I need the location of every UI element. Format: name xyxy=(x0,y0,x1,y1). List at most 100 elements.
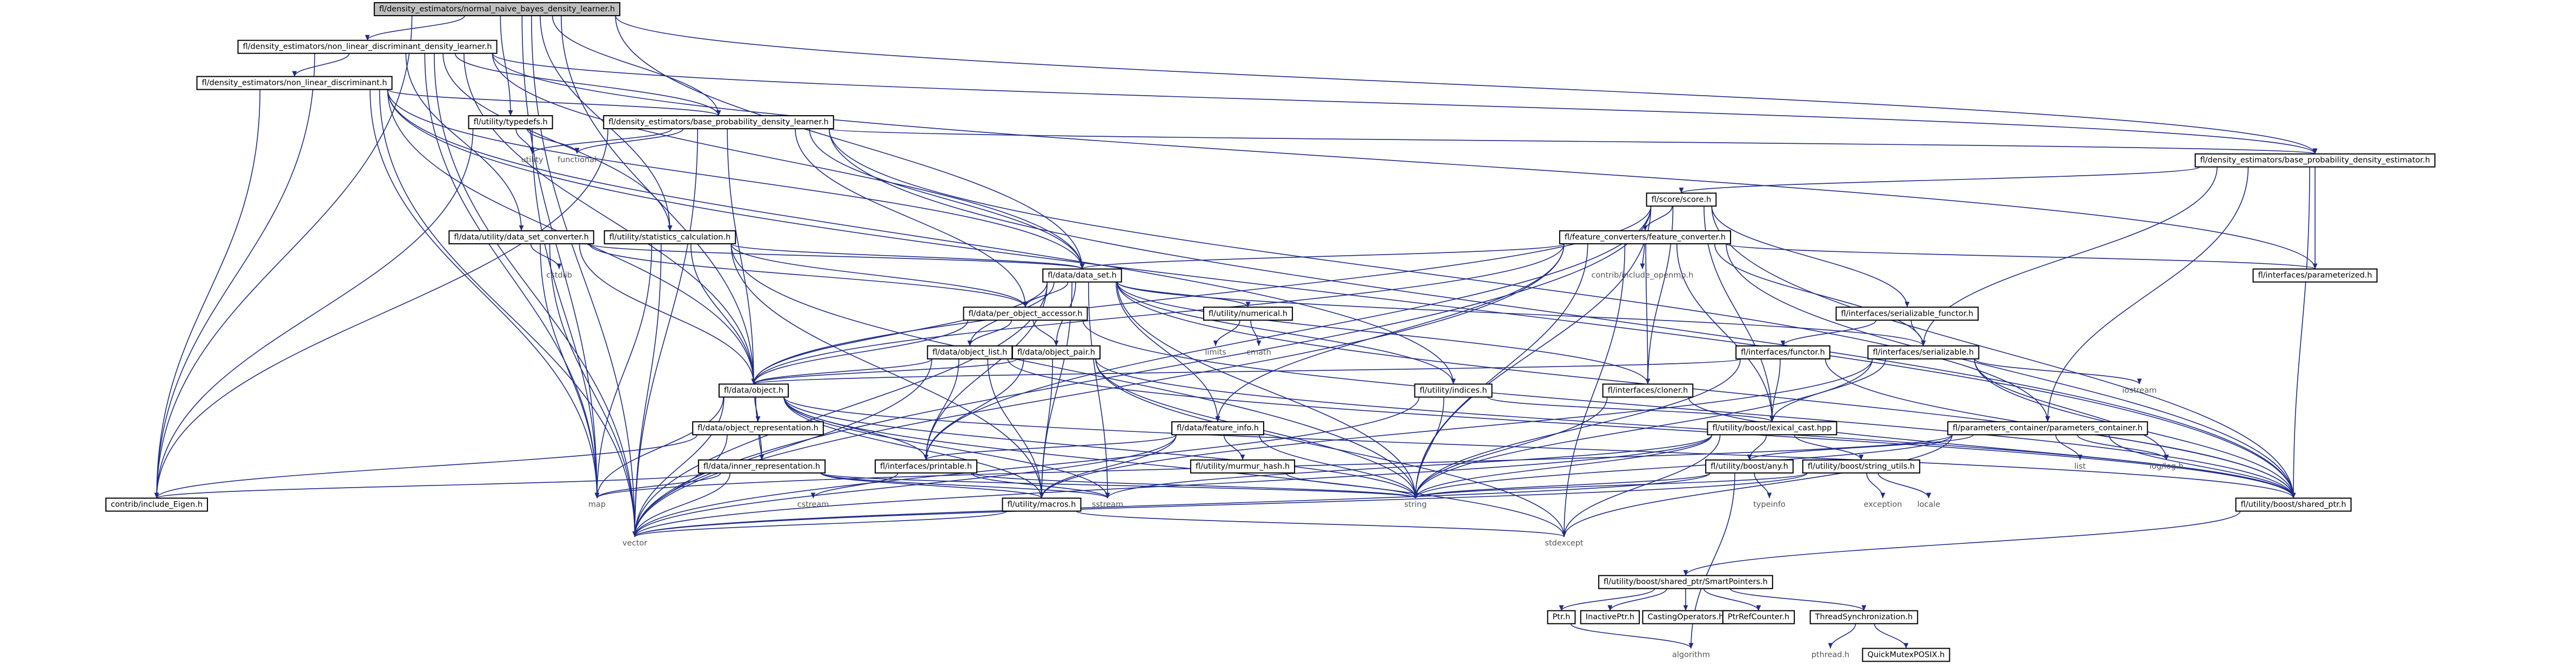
edge-sharedptr-to-smart xyxy=(1683,511,2241,576)
node-label: fl/interfaces/functor.h xyxy=(1741,348,1825,357)
edge-stats-to-string xyxy=(730,243,1418,498)
node-score[interactable]: fl/score/score.h xyxy=(1646,192,1717,207)
edge-lexcast-to-strutils xyxy=(1794,434,1864,461)
edge-nldl-to-eigen xyxy=(154,53,316,498)
edge-indices-to-string xyxy=(1413,397,1445,498)
node-bpde[interactable]: fl/density_estimators/base_probability_d… xyxy=(2195,153,2436,168)
node-label: fl/interfaces/serializable_functor.h xyxy=(1841,309,1974,318)
edge-nldl-to-param xyxy=(492,53,2318,269)
node-inner[interactable]: fl/data/inner_representation.h xyxy=(697,459,826,474)
node-stats[interactable]: fl/utility/statistics_calculation.h xyxy=(603,230,736,244)
edge-smart-to-inactive xyxy=(1607,588,1667,611)
node-typedefs[interactable]: fl/utility/typedefs.h xyxy=(468,115,553,130)
node-dataset[interactable]: fl/data/data_set.h xyxy=(1042,268,1122,283)
node-refcounter[interactable]: PtrRefCounter.h xyxy=(1722,610,1795,624)
edge-inner-to-vector xyxy=(632,472,731,537)
node-label: locale xyxy=(1917,501,1941,509)
node-smart[interactable]: fl/utility/boost/shared_ptr/SmartPointer… xyxy=(1598,575,1773,589)
edge-dsconv-to-vector xyxy=(549,243,638,537)
dependency-edges xyxy=(154,15,2318,649)
node-box xyxy=(1862,648,1950,662)
edge-functor-to-string xyxy=(1413,358,1741,498)
node-functor[interactable]: fl/interfaces/functor.h xyxy=(1735,345,1830,359)
node-printable[interactable]: fl/interfaces/printable.h xyxy=(874,459,978,474)
node-algorithm: algorithm xyxy=(1672,650,1710,659)
node-box xyxy=(1002,497,1082,512)
edge-root-to-eigen xyxy=(154,15,413,498)
node-fconv[interactable]: fl/feature_converters/feature_converter.… xyxy=(1559,230,1732,244)
node-strutils[interactable]: fl/utility/boost/string_utils.h xyxy=(1802,459,1921,474)
node-pthread: pthread.h xyxy=(1812,650,1850,659)
node-ptr[interactable]: Ptr.h xyxy=(1547,610,1576,624)
node-root[interactable]: fl/density_estimators/normal_naive_bayes… xyxy=(373,2,621,16)
edge-nld-to-eigen xyxy=(154,89,261,498)
edge-fconv-to-string xyxy=(1413,243,1588,498)
edge-macros-to-stdexcept xyxy=(1076,510,1567,537)
edge-finfo-to-macros xyxy=(1039,435,1177,498)
node-objpair[interactable]: fl/data/object_pair.h xyxy=(1011,345,1101,359)
node-objlist[interactable]: fl/data/object_list.h xyxy=(927,345,1013,359)
node-cloner[interactable]: fl/interfaces/cloner.h xyxy=(1602,383,1694,398)
node-nldl[interactable]: fl/density_estimators/non_linear_discrim… xyxy=(237,39,498,54)
edge-nldl-to-map xyxy=(424,53,600,498)
edge-nldl-to-vector xyxy=(433,53,638,537)
node-label: sstream xyxy=(1092,501,1123,509)
edge-object-to-macros xyxy=(783,397,1044,498)
node-label: fl/density_estimators/base_probability_d… xyxy=(608,118,829,126)
edge-threadsync-to-pthread xyxy=(1828,623,1856,649)
node-nld[interactable]: fl/density_estimators/non_linear_discrim… xyxy=(196,76,393,90)
node-typeinfo: typeinfo xyxy=(1753,501,1786,509)
edge-strutils-to-locale xyxy=(1877,472,1931,498)
node-numerical[interactable]: fl/utility/numerical.h xyxy=(1203,307,1293,321)
edge-inner-to-macros xyxy=(820,472,1044,499)
edge-dataset-to-cloner xyxy=(1116,282,1651,384)
edge-objpair-to-object xyxy=(751,358,1017,385)
edge-root-to-bpde xyxy=(615,15,2318,154)
edge-object-to-string xyxy=(783,397,1418,498)
node-indices[interactable]: fl/utility/indices.h xyxy=(1414,383,1493,398)
node-mutex[interactable]: QuickMutexPOSIX.h xyxy=(1862,648,1950,662)
edge-score-to-sharedptr xyxy=(1711,206,2296,498)
edge-object-to-sstream xyxy=(783,397,1110,498)
edge-printable-to-string xyxy=(972,472,1418,499)
node-dsconv[interactable]: fl/data/utility/data_set_converter.h xyxy=(448,230,594,244)
edge-inner-to-map xyxy=(594,472,721,498)
node-label: contrib/include_Eigen.h xyxy=(111,501,203,509)
node-bpdl[interactable]: fl/density_estimators/base_probability_d… xyxy=(603,115,834,130)
node-pcont[interactable]: fl/parameters_container/parameters_conta… xyxy=(1947,421,2148,436)
node-sharedptr[interactable]: fl/utility/boost/shared_ptr.h xyxy=(2235,497,2352,512)
edge-nld-to-bpdl xyxy=(387,89,721,116)
node-box xyxy=(874,459,978,474)
node-param[interactable]: fl/interfaces/parameterized.h xyxy=(2252,268,2378,283)
node-inactive[interactable]: InactivePtr.h xyxy=(1580,610,1640,624)
node-sfunctor[interactable]: fl/interfaces/serializable_functor.h xyxy=(1835,307,1979,321)
node-box xyxy=(105,497,208,512)
node-object[interactable]: fl/data/object.h xyxy=(718,383,789,398)
node-finfo[interactable]: fl/data/feature_info.h xyxy=(1171,421,1264,436)
edge-strutils-to-string xyxy=(1413,472,1808,499)
edge-fconv-to-param xyxy=(1726,243,2317,270)
node-box xyxy=(1547,610,1576,624)
node-box xyxy=(603,230,736,244)
node-casting[interactable]: CastingOperators.h xyxy=(1642,610,1729,624)
edge-score-to-string xyxy=(1413,206,1652,498)
node-macros[interactable]: fl/utility/macros.h xyxy=(1002,497,1082,512)
node-poa[interactable]: fl/data/per_object_accessor.h xyxy=(963,307,1088,321)
edge-functor-to-object xyxy=(752,358,1741,385)
edge-bpde-to-sharedptr xyxy=(2291,166,2310,498)
node-label: iostream xyxy=(2122,387,2157,395)
node-objrep[interactable]: fl/data/object_representation.h xyxy=(692,421,824,436)
node-any[interactable]: fl/utility/boost/any.h xyxy=(1705,459,1794,474)
node-serializable[interactable]: fl/interfaces/serializable.h xyxy=(1867,345,1980,359)
edge-murmur-to-string xyxy=(1285,472,1418,498)
edge-objpair-to-stdexcept xyxy=(1095,358,1567,537)
edge-fconv-to-cloner xyxy=(1645,243,1651,384)
node-locale: locale xyxy=(1917,501,1941,509)
node-lexcast[interactable]: fl/utility/boost/lexical_cast.hpp xyxy=(1707,421,1837,436)
node-murmur[interactable]: fl/utility/murmur_hash.h xyxy=(1190,459,1296,474)
node-threadsync[interactable]: ThreadSynchronization.h xyxy=(1809,610,1918,624)
edge-root-to-map xyxy=(521,15,600,498)
node-eigen[interactable]: contrib/include_Eigen.h xyxy=(105,497,208,512)
edge-nldl-to-object xyxy=(463,53,756,384)
node-label: fl/utility/boost/lexical_cast.hpp xyxy=(1713,424,1832,432)
